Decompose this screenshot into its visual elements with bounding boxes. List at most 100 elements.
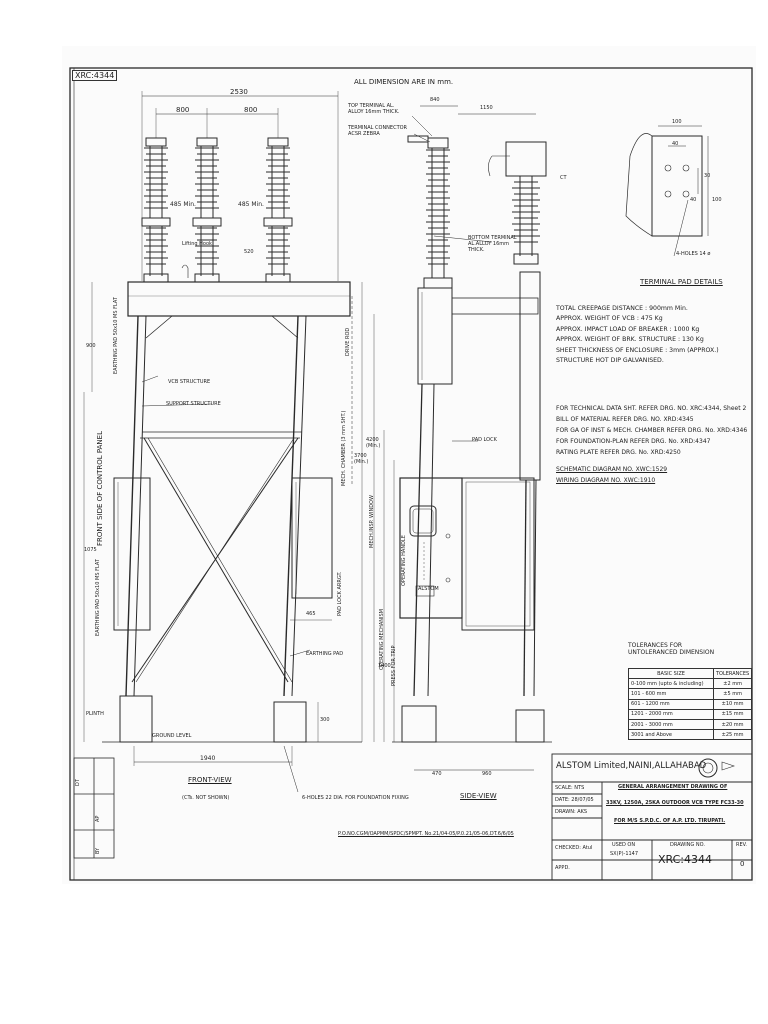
rev-label: REV. — [736, 842, 747, 848]
label-ground-level: GROUND LEVEL — [152, 733, 192, 739]
label-operating-mechanism: OPERATING MECHANISM — [379, 609, 385, 670]
label-press-for-trip: PRESS FOR TRIP — [391, 645, 397, 686]
note-line: APPROX. IMPACT LOAD OF BREAKER : 1000 Kg — [556, 325, 700, 333]
general-notes: TOTAL CREEPAGE DISTANCE : 900mm Min. APP… — [556, 304, 719, 366]
tolerance-size: 1201 - 2000 mm — [628, 708, 714, 720]
table-row: 3001 and Above±25 mm — [628, 729, 753, 741]
label-vcb-structure: VCB STRUCTURE — [168, 379, 211, 385]
reference-line: FOR TECHNICAL DATA SHT. REFER DRG. NO. X… — [556, 405, 747, 412]
wiring-reference: WIRING DIAGRAM NO. XWC:1910 — [556, 477, 656, 484]
used-on-label: USED ON — [612, 842, 636, 848]
dim-pole-spacing-1: 800 — [176, 106, 190, 114]
control-panel-side — [461, 477, 535, 631]
tolerance-value: ±2 mm — [712, 678, 753, 690]
tolerance-value: ±25 mm — [712, 729, 753, 741]
date-field: DATE: 28/07/05 — [555, 797, 594, 803]
revision-date-label: DT — [75, 779, 81, 786]
label-terminal-connector: TERMINAL CONNECTOR ACSR ZEBRA — [348, 125, 408, 137]
label-mech-insp-window: MECH.INSP. WINDOW — [369, 495, 375, 548]
pole-middle — [192, 137, 222, 283]
label-ct: CT — [560, 175, 567, 181]
dim-base-width: 1940 — [200, 755, 216, 762]
label-alstom-badge: ALSTOM — [418, 586, 439, 592]
terminal-pad-title: TERMINAL PAD DETAILS — [640, 278, 723, 286]
tolerance-value: ±20 mm — [712, 718, 753, 731]
dim-465: 465 — [306, 611, 316, 617]
label-top-terminal: TOP TERMINAL AL. ALLOY 16mm THICK. — [348, 103, 400, 115]
sheet-border — [69, 67, 753, 881]
label-earthing-pad: EARTHING PAD — [306, 651, 344, 657]
schematic-reference: SCHEMATIC DIAGRAM NO. XWC:1529 — [556, 466, 668, 473]
side-plinth-right — [515, 709, 545, 743]
tolerance-heading-2: UNTOLERANCED DIMENSION — [628, 648, 715, 656]
tolerance-size: 0-100 mm (upto & including) — [628, 678, 714, 690]
dim-pole-spacing-2: 800 — [244, 106, 258, 114]
label-front-side-panel: FRONT SIDE OF CONTROL PANEL — [96, 431, 104, 546]
mech-chamber-front — [291, 477, 333, 599]
label-support-structure: SUPPORT STRUCTURE — [166, 401, 221, 407]
checked-field: CHECKED: Atul — [555, 845, 593, 851]
leader-lines — [141, 115, 493, 793]
tolerance-heading: TOLERANCES FOR UNTOLERANCED DIMENSION — [628, 642, 715, 657]
tolerance-col-size: BASIC SIZE — [628, 667, 714, 680]
table-row: 101 - 600 mm±5 mm — [628, 688, 753, 700]
dim-1400: 1400 — [378, 663, 391, 669]
dim-3700: 3700 (Min.) — [354, 453, 369, 465]
tolerance-table: BASIC SIZE TOLERANCES 0-100 mm (upto & i… — [628, 667, 753, 741]
dim-pad-100: 100 — [672, 119, 682, 125]
drawing-references: FOR TECHNICAL DATA SHT. REFER DRG. NO. X… — [556, 403, 747, 486]
dim-clearance-1: 485 Min. — [170, 201, 196, 208]
reference-line: BILL OF MATERIAL REFER DRG. NO. XRD:4345 — [556, 416, 694, 423]
po-reference: P.O.NO.CGM/OAPMM/SPDC/SPMPT. No.21/04-05… — [338, 831, 514, 837]
drawn-field: DRAWN: AKS — [555, 809, 588, 815]
used-on-value: SX(P)-1147 — [610, 851, 639, 857]
control-panel-front — [113, 477, 151, 631]
reference-line: FOR FOUNDATION-PLAN REFER DRG. No. XRD:4… — [556, 438, 711, 445]
side-view — [383, 105, 552, 771]
general-dimension-note: ALL DIMENSION ARE IN mm. — [354, 78, 454, 86]
drawing-title-1: GENERAL ARRANGEMENT DRAWING OF — [618, 784, 728, 790]
tolerance-value: ±5 mm — [712, 688, 753, 700]
scale-field: SCALE: NTS — [555, 785, 585, 791]
table-row: 2001 - 3000 mm±20 mm — [628, 718, 753, 731]
front-view — [83, 91, 375, 766]
pole-right — [263, 137, 293, 283]
note-line: APPROX. WEIGHT OF BRK. STRUCTURE : 130 K… — [556, 336, 704, 344]
drawing-tag: XRC:4344 — [72, 70, 118, 82]
engineering-drawing — [69, 67, 753, 881]
revision-strip-grid — [73, 757, 115, 859]
label-bottom-terminal: BOTTOM TERMINAL AL.ALLOY 16mm THICK. — [468, 235, 517, 253]
reference-line: RATING PLATE REFER DRG. No. XRD:4250 — [556, 449, 681, 456]
table-row: 601 - 1200 mm±10 mm — [628, 698, 753, 710]
dim-300: 300 — [320, 717, 330, 723]
label-operating-handle: OPERATING HANDLE — [401, 535, 407, 586]
dim-520: 520 — [244, 249, 254, 255]
plinth-right — [273, 701, 307, 743]
drawing-title-3: FOR M/S S.P.D.C. OF A.P. LTD. TIRUPATI. — [614, 818, 726, 824]
table-row: 0-100 mm (upto & including)±2 mm — [628, 678, 753, 690]
drawing-number: XRC:4344 — [658, 853, 713, 866]
label-earthing-pad-top: EARTHING PAD 50x10 MS FLAT — [113, 297, 119, 374]
plinth-left — [119, 695, 153, 743]
table-row: 1201 - 2000 mm±15 mm — [628, 708, 753, 720]
dim-4200: 4200 (Min.) — [366, 437, 381, 449]
pole-left — [141, 137, 171, 283]
label-plinth: PLINTH — [86, 711, 104, 717]
drawing-title-2: 33KV, 1250A, 25KA OUTDOOR VCB TYPE FC33-… — [606, 800, 744, 806]
terminal-pad-holes: 4-HOLES 14 ø — [676, 251, 711, 257]
tolerance-size: 2001 - 3000 mm — [628, 718, 714, 731]
dim-pad-40: 40 — [672, 141, 679, 147]
tolerance-value: ±10 mm — [712, 698, 753, 710]
vcb-tank — [127, 281, 351, 317]
company-name: ALSTOM Limited,NAINI,ALLAHABAD — [556, 761, 707, 771]
terminal-pad-detail — [625, 125, 709, 257]
dim-clearance-2: 485 Min. — [238, 201, 264, 208]
tolerance-col-tol: TOLERANCES — [712, 667, 753, 680]
label-lifting-hook: Lifting Hook — [182, 241, 212, 247]
label-pad-lock-arrgt: PAD LOCK ARRGT. — [337, 571, 343, 616]
label-pad-lock: PAD LOCK — [472, 437, 497, 443]
dim-900: 900 — [86, 343, 96, 349]
revision-by-label: BY — [95, 847, 101, 854]
dim-side-470: 470 — [432, 771, 442, 777]
label-mech-chamber: MECH. CHAMBER (3 mm SHT.) — [341, 410, 347, 486]
